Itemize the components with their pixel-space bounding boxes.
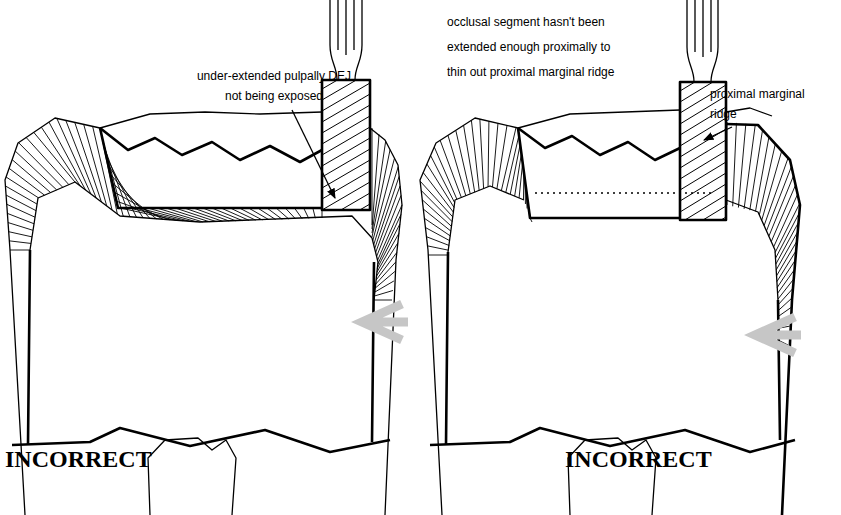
hatch-stroke bbox=[112, 183, 156, 218]
hatch-stroke bbox=[750, 130, 763, 210]
hatch-stroke bbox=[488, 121, 490, 187]
hatch-stroke bbox=[456, 130, 470, 194]
bur-flute bbox=[680, 173, 726, 201]
hatch-stroke bbox=[212, 208, 243, 221]
bur-flute bbox=[322, 116, 370, 144]
hatch-stroke bbox=[375, 271, 395, 288]
hatch-stroke bbox=[375, 281, 394, 292]
leader-line bbox=[292, 110, 335, 198]
hatch-stroke bbox=[378, 205, 402, 260]
bur-flute bbox=[322, 138, 370, 166]
bur-flute bbox=[322, 105, 370, 133]
hatch-stroke bbox=[304, 208, 309, 218]
bur-flute bbox=[322, 193, 370, 210]
hatch-stroke bbox=[492, 123, 497, 187]
bur-flute bbox=[680, 151, 726, 179]
hatch-stroke bbox=[7, 204, 35, 217]
hatch-stroke bbox=[733, 123, 737, 206]
hatch-stroke bbox=[313, 208, 316, 218]
hatch-stroke bbox=[431, 156, 455, 203]
bur-flute bbox=[322, 204, 370, 210]
bur-flute bbox=[680, 195, 726, 220]
hatch-stroke bbox=[427, 164, 454, 207]
hatch-stroke bbox=[15, 151, 57, 190]
bur-flute bbox=[322, 83, 370, 111]
hatch-stroke bbox=[376, 252, 397, 280]
hatch-stroke bbox=[12, 160, 50, 193]
hatch-stroke bbox=[744, 125, 755, 209]
hatch-stroke bbox=[9, 241, 31, 244]
verdict-heading: INCORRECT bbox=[5, 446, 152, 473]
hatch-stroke bbox=[194, 208, 230, 221]
hatch-stroke bbox=[769, 176, 794, 237]
bur-flute bbox=[322, 127, 370, 155]
hatch-stroke bbox=[766, 167, 791, 231]
hatch-stroke bbox=[764, 158, 788, 226]
hatch-stroke bbox=[375, 176, 399, 248]
hatch-stroke bbox=[738, 124, 745, 208]
hatch-stroke bbox=[374, 300, 392, 301]
bur-flute bbox=[322, 94, 370, 122]
hatch-stroke bbox=[759, 144, 775, 215]
hatch-stroke bbox=[10, 250, 30, 251]
hatch-stroke bbox=[249, 208, 269, 220]
hatch-stroke bbox=[26, 137, 69, 184]
hatch-stroke bbox=[778, 298, 792, 311]
hatch-stroke bbox=[5, 186, 37, 204]
left-tooth bbox=[5, 112, 408, 515]
hatch-stroke bbox=[203, 208, 236, 221]
hatch-stroke bbox=[372, 128, 373, 225]
bur bbox=[322, 0, 370, 243]
bur-flute bbox=[322, 160, 370, 188]
hatch-stroke bbox=[9, 232, 32, 237]
hatch-stroke bbox=[421, 190, 452, 221]
hatch-stroke bbox=[425, 227, 450, 240]
hatch-stroke bbox=[374, 290, 393, 296]
bur-flute bbox=[322, 149, 370, 177]
bur-flute bbox=[680, 217, 726, 220]
hatch-stroke bbox=[448, 135, 466, 195]
hatch-stroke bbox=[267, 208, 282, 219]
note-text: occlusal segment hasn't been extended en… bbox=[447, 10, 629, 85]
hatch-stroke bbox=[258, 208, 276, 220]
hatch-stroke bbox=[285, 208, 295, 219]
hatch-stroke bbox=[6, 195, 36, 211]
hatch-stroke bbox=[75, 122, 102, 202]
bur-flute bbox=[680, 140, 726, 168]
hatch-stroke bbox=[34, 132, 75, 182]
hatch-stroke bbox=[480, 119, 484, 188]
bur-flute bbox=[680, 206, 726, 220]
hatch-stroke bbox=[294, 208, 302, 219]
leader-line bbox=[704, 127, 732, 140]
note-text: under-extended pulpally DEJ not being ex… bbox=[188, 66, 360, 106]
hatch-stroke bbox=[515, 154, 522, 197]
hatch-stroke bbox=[471, 120, 479, 190]
hatch-stroke bbox=[372, 150, 390, 237]
hatch-stroke bbox=[420, 181, 453, 217]
hatch-stroke bbox=[423, 209, 451, 231]
bur-flute bbox=[680, 184, 726, 212]
bur-flute bbox=[680, 162, 726, 190]
hatch-stroke bbox=[426, 237, 449, 246]
hatch-stroke bbox=[497, 125, 507, 188]
hatch-stroke bbox=[8, 223, 33, 231]
hatch-stroke bbox=[175, 208, 216, 221]
bur bbox=[680, 0, 726, 256]
hatch-stroke bbox=[372, 134, 379, 229]
part-name: proximal marginal ridge bbox=[710, 84, 806, 124]
hatch-stroke bbox=[427, 246, 449, 250]
hatch-stroke bbox=[771, 185, 795, 242]
bur-flute bbox=[680, 118, 726, 146]
right-tooth bbox=[420, 108, 801, 515]
hatch-stroke bbox=[428, 255, 448, 256]
verdict-heading: INCORRECT bbox=[565, 446, 712, 473]
